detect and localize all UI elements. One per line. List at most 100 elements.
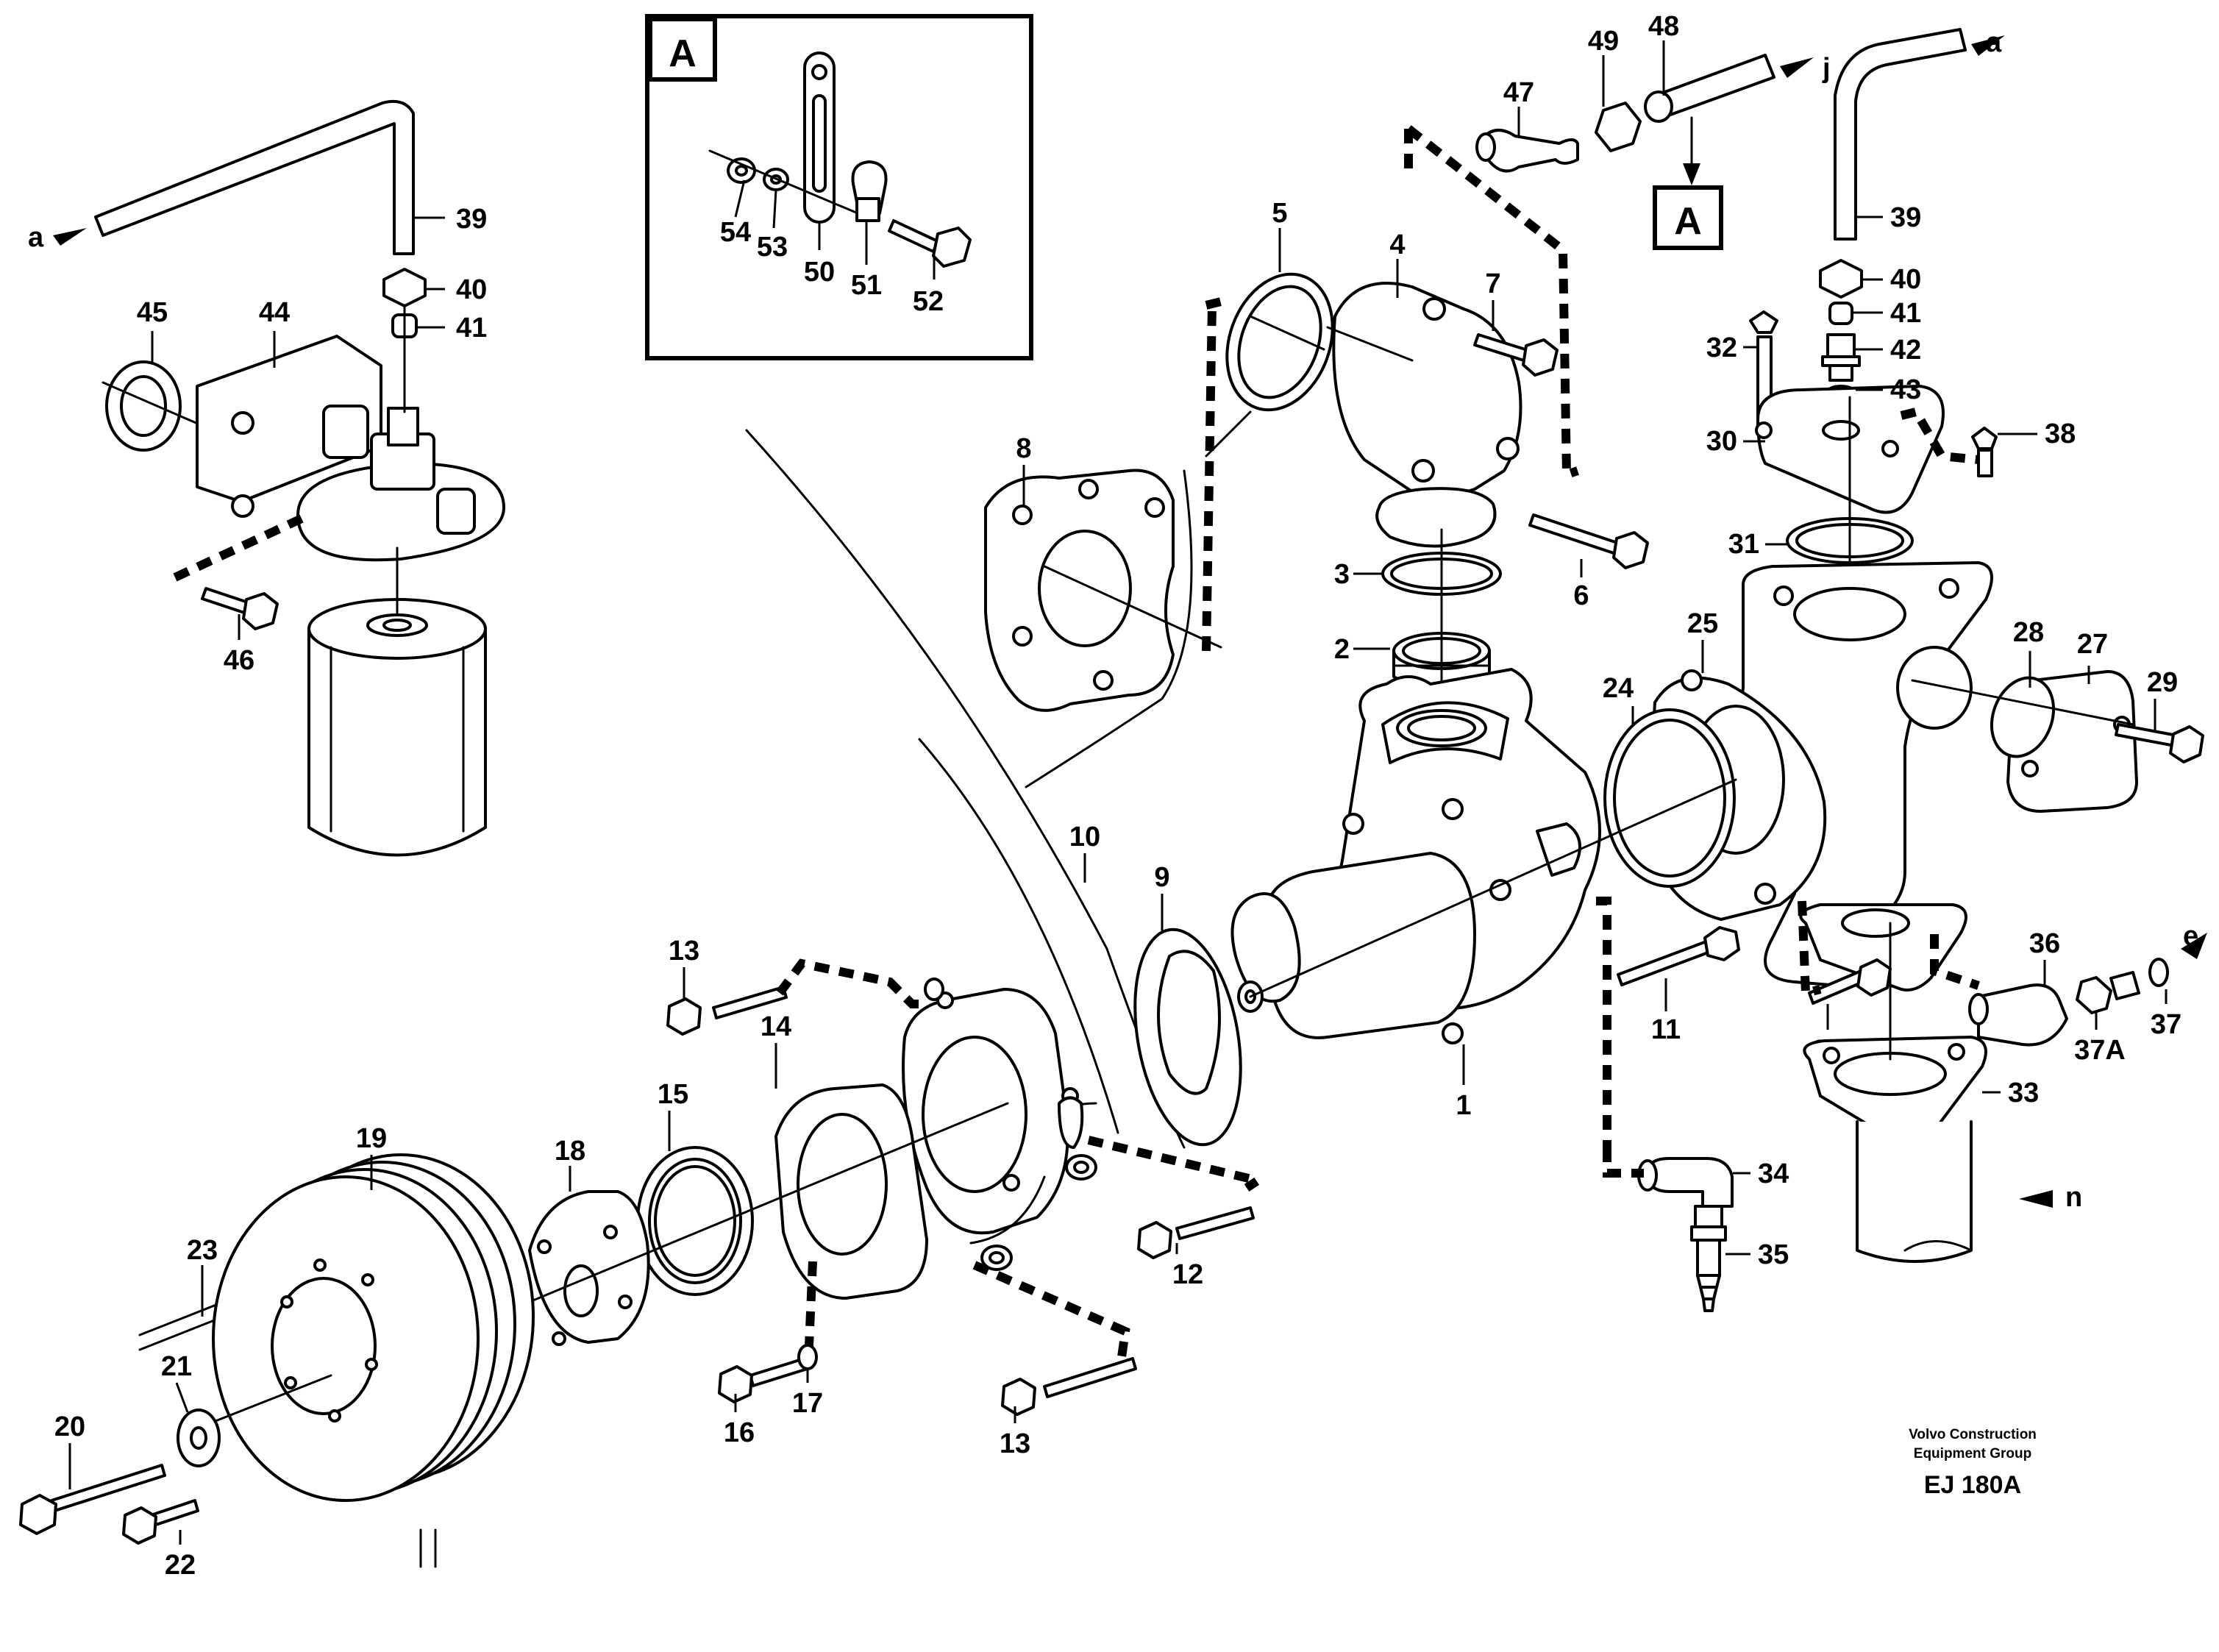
part-number: 37 (2151, 1009, 2181, 1040)
hose-clamp (851, 160, 888, 222)
part-number: 54 (720, 217, 751, 248)
part-number: 39 (1890, 202, 1921, 233)
bypass-hose-group: j A 47 49 48 (1475, 11, 1831, 250)
drain-fitting-group: 34 35 (1603, 1147, 1789, 1312)
part-number: 51 (851, 270, 882, 301)
bolt (1473, 333, 1559, 377)
view-marker-box (1653, 185, 1723, 250)
part-number: 50 (804, 257, 835, 288)
bolt (1617, 926, 1740, 986)
part-number: 23 (187, 1235, 218, 1266)
pulley-hub (528, 1190, 650, 1344)
pump-housing-group: 25 24 28 27 29 (1603, 561, 2204, 991)
oil-filter-canister (307, 598, 487, 857)
inset-label: A (669, 32, 697, 75)
gasket (1990, 676, 2056, 758)
part-number: 25 (1687, 608, 1718, 639)
filter-head (296, 462, 505, 562)
housing-outlet (1375, 487, 1497, 548)
filter-assembly: a (28, 99, 505, 857)
part-number: 11 (1651, 1014, 1681, 1045)
nut (1819, 259, 1863, 299)
part-number: 21 (161, 1351, 192, 1382)
part-number: 22 (165, 1550, 196, 1581)
right-pipe-group: a 39 40 41 (1706, 27, 2076, 634)
part-number: 8 (1016, 433, 1031, 464)
part-number: 14 (761, 1011, 791, 1042)
part-number: 1 (1456, 1090, 1471, 1121)
inset-label-box (648, 17, 717, 82)
part-number: 36 (2029, 928, 2060, 959)
part-number: 17 (792, 1388, 823, 1419)
part-number: 31 (1728, 529, 1759, 560)
water-pump: 1 (1230, 668, 1737, 1121)
bleed-fitting (1971, 427, 1998, 477)
caption-line-2: Equipment Group (1914, 1446, 2031, 1461)
heater-fitting-group: e 36 37A 37 (1968, 921, 2207, 1066)
elbow-fitting (1977, 983, 2068, 1047)
front-cover-group: 14 15 18 13 12 16 17 13 (528, 936, 1269, 1459)
part-number: 9 (1154, 862, 1169, 893)
part-number: 52 (913, 286, 944, 317)
bolt (122, 1499, 199, 1545)
thermostat-housing-group: 5 4 7 3 2 6 (1225, 125, 1649, 737)
bolt (1528, 513, 1649, 569)
pulley-group: 19 23 21 20 22 (19, 1123, 535, 1581)
drawing-caption: Volvo Construction Equipment Group EJ 18… (1909, 1427, 2037, 1499)
part-number: 42 (1890, 335, 1921, 366)
connection-letter: j (1822, 53, 1831, 84)
drawing-id: EJ 180A (1924, 1471, 2021, 1499)
caption-line-1: Volvo Construction (1909, 1427, 2037, 1442)
thermostat-housing (1332, 282, 1522, 498)
part-number: 13 (669, 936, 699, 966)
pump-gasket-group: 9 10 (1069, 822, 1242, 1147)
hose-clamp (1595, 102, 1642, 152)
connector (2076, 976, 2112, 1014)
part-number: 30 (1706, 426, 1737, 457)
bolt (888, 219, 972, 268)
part-number: 48 (1648, 11, 1679, 42)
bolt (2115, 723, 2204, 763)
part-number: 43 (1890, 374, 1921, 405)
part-number: 33 (2008, 1078, 2039, 1108)
part-number: 37A (2074, 1035, 2126, 1066)
pump-fasteners: 11 26 (1596, 897, 1980, 1152)
inlet-pipe-group: n 33 (1803, 922, 2082, 1263)
bolt (1808, 958, 1892, 1005)
part-number: 32 (1706, 332, 1737, 363)
part-number: 2 (1334, 634, 1350, 665)
part-number: 47 (1503, 77, 1534, 108)
part-number: 4 (1389, 229, 1405, 260)
bolt (1137, 1206, 1255, 1259)
nipple-fitting (1694, 1205, 1723, 1228)
part-number: 46 (224, 645, 254, 676)
bearing-housing (1267, 852, 1476, 1039)
connection-letter: a (1986, 27, 2002, 58)
part-number: 13 (1000, 1428, 1030, 1459)
part-number: 28 (2013, 617, 2044, 648)
part-number: 49 (1588, 26, 1619, 57)
washer (797, 1344, 818, 1370)
strap (803, 51, 836, 224)
part-number: 24 (1603, 673, 1634, 704)
elbow-fitting (1646, 1157, 1734, 1208)
part-number: 19 (356, 1123, 387, 1154)
inlet-pipe (1856, 1120, 1973, 1263)
connection-letter: e (2183, 921, 2198, 952)
part-number: 39 (456, 204, 487, 235)
part-number: 6 (1573, 580, 1589, 611)
part-number: 5 (1272, 198, 1287, 229)
part-number: 16 (724, 1417, 755, 1448)
timing-cover: 8 (745, 297, 1252, 1182)
ring (1828, 302, 1853, 325)
pipe (94, 99, 415, 255)
part-number: 40 (456, 274, 487, 305)
part-number: 29 (2147, 667, 2178, 698)
pipe (1834, 28, 1967, 241)
adapter-fitting (1821, 333, 1861, 382)
view-marker-label: A (1674, 200, 1702, 243)
nut (382, 268, 427, 307)
part-number: 7 (1485, 268, 1500, 299)
